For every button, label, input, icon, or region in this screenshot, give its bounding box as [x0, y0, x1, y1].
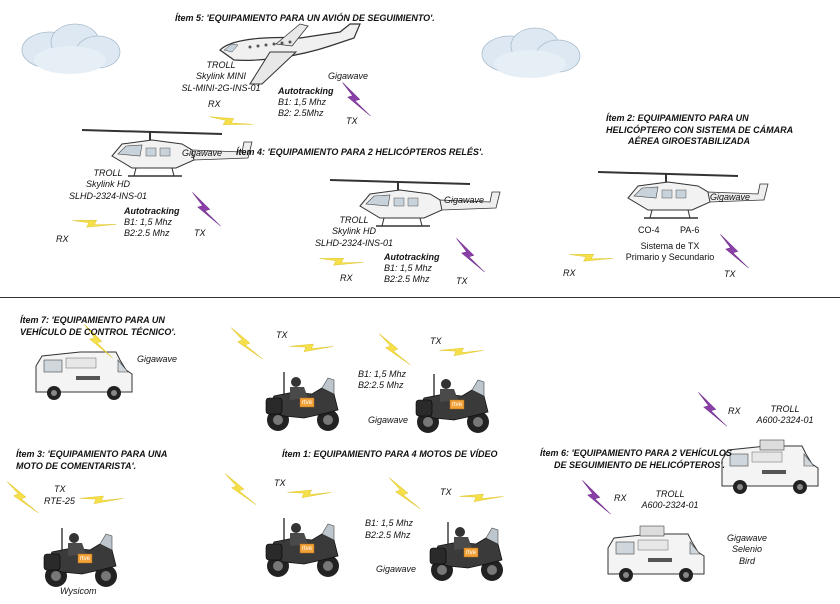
item5-link-label: Gigawave: [328, 71, 369, 81]
item6-van2-equipment: TROLL A600-2324-01: [641, 489, 699, 511]
item5-b2: B2: 2.5Mhz: [278, 108, 324, 118]
item4-heli2-link: Gigawave: [444, 195, 485, 205]
motos-top-link: Gigawave: [368, 415, 409, 425]
item2-co-label: CO-4: [638, 225, 660, 235]
item3-tx: TX: [54, 484, 66, 494]
item4-heli1-link: Gigawave: [182, 148, 223, 158]
tx-bolt-heli2-icon: [448, 238, 493, 273]
item1-title: Ítem 1: EQUIPAMIENTO PARA 4 MOTOS DE VÍD…: [282, 449, 498, 459]
item4-heli1-b2: B2:2.5 Mhz: [124, 228, 170, 238]
item4-heli2-b1: B1: 1,5 Mhz: [384, 263, 433, 273]
tx-bolt-moto1-left-icon: [225, 327, 269, 360]
item5-title: Ítem 5: 'EQUIPAMIENTO PARA UN AVIÓN DE S…: [175, 13, 435, 23]
moto-badge: rtve: [452, 402, 463, 408]
item4-heli2-equipment: TROLL Skylink HD SLHD-2324-INS-01: [314, 215, 394, 248]
item3-model: RTE-25: [44, 496, 75, 506]
tx-bolt-moto2-right-icon: [439, 331, 484, 370]
van2-antenna-icon: [639, 525, 665, 537]
item3-link: Wysicom: [60, 586, 97, 596]
item4-heli2-tx: TX: [456, 276, 468, 286]
moto-badge: rtve: [302, 400, 313, 406]
tx-bolt-heli1-icon: [184, 192, 229, 227]
tx-bolt-moto3-left-icon: [219, 473, 263, 506]
moto1-tx: TX: [276, 330, 288, 340]
item6-title: Ítem 6: 'EQUIPAMIENTO PARA 2 VEHÍCULOS D…: [540, 448, 732, 470]
item4-title: Ítem 4: 'EQUIPAMIENTO PARA 2 HELICÓPTERO…: [236, 147, 484, 157]
cloud-right-icon: [481, 27, 581, 79]
tx-bolt-moto-comment-right-icon: [79, 479, 124, 518]
moto4-tx: TX: [440, 487, 452, 497]
moto-badge: rtve: [466, 550, 477, 556]
moto-badge: rtve: [80, 556, 91, 562]
cloud-left-icon: [21, 23, 121, 75]
tx-bolt-moto4-left-icon: [383, 477, 427, 510]
control-van-icon: [35, 351, 133, 401]
item2-link: Gigawave: [710, 192, 751, 202]
item1-b1: B1: 1,5 Mhz: [365, 518, 414, 528]
item4-heli1-tx: TX: [194, 228, 206, 238]
item7-title: Ítem 7: 'EQUIPAMIENTO PARA UN VEHÍCULO D…: [20, 315, 176, 337]
item7-link: Gigawave: [137, 354, 178, 364]
rx-bolt-heli1-icon: [72, 204, 117, 241]
motos-top-b1: B1: 1,5 Mhz: [358, 369, 407, 379]
item4-heli1-equipment: TROLL Skylink HD SLHD-2324-INS-01: [68, 168, 148, 201]
van1-antenna-icon: [759, 439, 785, 451]
item3-title: Ítem 3: 'EQUIPAMIENTO PARA UNA MOTO DE C…: [16, 449, 168, 471]
moto-badge: rtve: [302, 546, 313, 552]
moto2-tx: TX: [430, 336, 442, 346]
item5-rx-label: RX: [208, 99, 221, 109]
item5-tx-label: TX: [346, 116, 358, 126]
moto3-tx: TX: [274, 478, 286, 488]
item6-links: Gigawave Selenio Bird: [726, 533, 768, 566]
item5-autotracking: Autotracking: [278, 86, 334, 96]
rx-bolt-item2-icon: [569, 238, 614, 275]
item4-heli1-autotracking: Autotracking: [124, 206, 180, 216]
tx-bolt-moto2-left-icon: [373, 333, 417, 366]
tx-bolt-moto1-right-icon: [289, 327, 334, 366]
rx-bolt-tracking-van2-icon: [574, 480, 619, 515]
item5-equipment: TROLL Skylink MINI SL-MINI-2G-INS-01: [181, 60, 261, 93]
item4-heli2-autotracking: Autotracking: [384, 252, 440, 262]
item4-heli2-b2: B2:2.5 Mhz: [384, 274, 430, 284]
tx-bolt-moto3-right-icon: [287, 473, 332, 512]
tracking-van-1-icon: [721, 445, 819, 495]
item2-pa-label: PA-6: [680, 225, 700, 235]
item4-heli2-rx: RX: [340, 273, 353, 283]
tx-bolt-moto-comment-left-icon: [1, 481, 45, 514]
item6-van1-equipment: TROLL A600-2324-01: [756, 404, 814, 426]
item4-heli1-b1: B1: 1,5 Mhz: [124, 217, 173, 227]
item2-tx: TX: [724, 269, 736, 279]
item6-van2-rx: RX: [614, 493, 627, 503]
item2-system: Sistema de TX Primario y Secundario: [625, 241, 715, 263]
item5-b1: B1: 1,5 Mhz: [278, 97, 327, 107]
item1-b2: B2:2.5 Mhz: [365, 530, 411, 540]
item2-title: Ítem 2: EQUIPAMIENTO PARA UN HELICÓPTERO…: [606, 113, 794, 147]
airplane-icon: [219, 23, 361, 85]
tx-bolt-plane-icon: [334, 82, 379, 117]
tracking-van-2-icon: [607, 533, 705, 583]
item6-van1-rx: RX: [728, 406, 741, 416]
item1-link: Gigawave: [376, 564, 417, 574]
item2-rx: RX: [563, 268, 576, 278]
tx-bolt-moto4-right-icon: [459, 477, 504, 516]
item4-heli1-rx: RX: [56, 234, 69, 244]
motos-top-b2: B2:2.5 Mhz: [358, 380, 404, 390]
section-divider: [0, 297, 840, 298]
